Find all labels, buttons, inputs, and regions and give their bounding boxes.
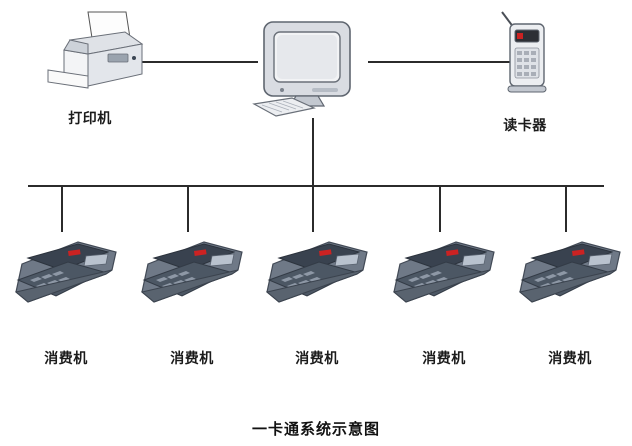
diagram-caption: 一卡通系统示意图	[251, 420, 380, 438]
label-pos-4: 消费机	[422, 351, 466, 367]
label-pos-2: 消费机	[170, 351, 214, 367]
pos-terminal-icon	[265, 241, 368, 303]
label-pos-5: 消费机	[548, 351, 592, 367]
pos-terminal-icon	[518, 241, 621, 303]
node-printer	[30, 10, 150, 100]
label-card-reader: 读卡器	[503, 118, 547, 134]
label-pos-1: 消费机	[44, 351, 88, 367]
card-reader-icon	[501, 11, 547, 93]
node-pos-5	[512, 218, 628, 328]
node-pos-1	[8, 218, 124, 328]
label-printer: 打印机	[68, 111, 112, 127]
pos-terminal-icon	[392, 241, 495, 303]
crt-monitor-icon	[252, 21, 351, 117]
printer-icon	[47, 11, 144, 89]
pos-terminal-icon	[140, 241, 243, 303]
node-computer	[252, 8, 372, 128]
node-pos-4	[386, 218, 502, 328]
node-pos-2	[134, 218, 250, 328]
node-pos-3	[259, 218, 375, 328]
label-pos-3: 消费机	[295, 351, 339, 367]
pos-terminal-icon	[14, 241, 117, 303]
node-card-reader	[490, 8, 560, 108]
